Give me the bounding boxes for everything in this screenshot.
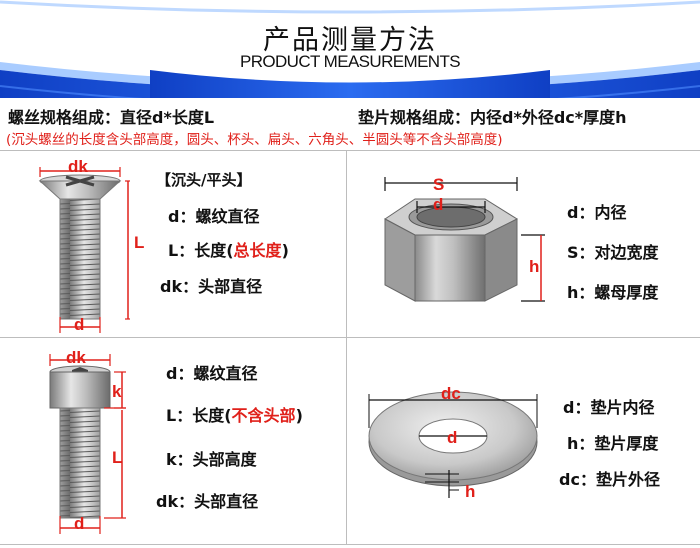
legend-sep: ： (177, 364, 194, 383)
dim-label-d: d (433, 195, 444, 214)
panel-socket-head-screw: dk k L d d：螺纹直径 L：长度(不含头部) k：头部高度 dk：头部直… (0, 338, 346, 544)
legend-desc: 对边宽度 (594, 243, 659, 262)
legend-row-d: d：螺纹直径 (166, 360, 257, 384)
legend-sep: ： (574, 398, 591, 417)
legend-key: k (166, 450, 177, 469)
legend-row-h: h：螺母厚度 (567, 279, 658, 303)
header-banner: 产品测量方法 PRODUCT MEASUREMENTS (0, 0, 700, 98)
legend-desc-highlight: 不含头部 (231, 406, 296, 425)
legend-key: h (567, 283, 579, 302)
legend-key: d (563, 398, 575, 417)
legend-sep: ： (578, 203, 595, 222)
legend-sep: ： (578, 434, 595, 453)
dim-label-d: d (447, 428, 458, 447)
legend-key: S (567, 243, 579, 262)
legend-key: d (168, 207, 180, 226)
legend-desc: 内径 (594, 203, 627, 222)
legend-row-dk: dk：头部直径 (160, 273, 262, 297)
dim-label-h: h (465, 482, 476, 501)
dim-label-dc: dc (441, 384, 461, 403)
legend-desc-close: ) (281, 241, 289, 260)
legend-row-d: d：螺纹直径 (168, 203, 259, 227)
legend-key: dc (559, 470, 580, 489)
legend-desc: 螺母厚度 (594, 283, 659, 302)
legend-desc: 垫片厚度 (594, 434, 659, 453)
length-note: (沉头螺丝的长度含头部高度，圆头、杯头、扁头、六角头、半圆头等不含头部高度) (6, 132, 503, 148)
legend-row-h: h：垫片厚度 (567, 430, 658, 454)
hex-nut-image (384, 177, 545, 302)
header-wave-graphic (0, 0, 700, 98)
legend-key: h (567, 434, 579, 453)
legend-desc: 垫片内径 (590, 398, 655, 417)
dim-label-L: L (134, 233, 145, 252)
dim-label-S: S (433, 175, 445, 194)
legend-sep: ： (578, 283, 595, 302)
legend-sep: ： (178, 492, 195, 511)
legend-desc: 头部高度 (192, 450, 257, 469)
legend-sep: ： (578, 243, 595, 262)
legend-desc: 螺纹直径 (193, 364, 258, 383)
legend-row-S: S：对边宽度 (567, 239, 659, 263)
countersunk-title: 【沉头/平头】 (156, 171, 252, 189)
socket-screw-image (49, 354, 126, 534)
grid-divider-bottom (0, 544, 700, 545)
legend-row-L: L：长度(总长度) (168, 237, 289, 261)
dim-label-L: L (112, 448, 123, 467)
dim-label-dk: dk (66, 348, 86, 367)
legend-row-d: d：内径 (567, 199, 626, 223)
panel-countersunk-screw: dk L d 【沉头/平头】 d：螺纹直径 L：长度(总长度) dk：头部直径 (0, 151, 346, 337)
legend-sep: ： (178, 241, 195, 260)
grid-divider-top (0, 150, 700, 151)
grid-divider-middle (0, 337, 700, 338)
dim-label-dk: dk (68, 157, 88, 176)
page-subtitle: PRODUCT MEASUREMENTS (239, 52, 461, 71)
legend-desc: 螺纹直径 (195, 207, 260, 226)
dim-label-d: d (74, 315, 85, 334)
page-title: 产品测量方法 (263, 25, 437, 56)
legend-row-k: k：头部高度 (166, 446, 257, 470)
legend-sep: ： (179, 207, 196, 226)
legend-desc: 头部直径 (194, 492, 259, 511)
dim-label-h: h (529, 257, 540, 276)
dim-label-d: d (74, 514, 85, 533)
legend-desc: 长度( (192, 406, 232, 425)
panel-hex-nut: S d h d：内径 S：对边宽度 h：螺母厚度 (347, 151, 700, 337)
panel-washer: dc d h d：垫片内径 h：垫片厚度 dc：垫片外径 (347, 338, 700, 544)
legend-key: d (166, 364, 178, 383)
legend-sep: ： (579, 470, 596, 489)
screw-spec-formula: 螺丝规格组成：直径d*长度L (8, 108, 215, 127)
washer-spec-formula: 垫片规格组成：内径d*外径dc*厚度h (358, 108, 627, 127)
legend-row-dc: dc：垫片外径 (559, 466, 660, 490)
washer-image (368, 391, 538, 498)
dim-label-k: k (112, 382, 122, 401)
legend-sep: ： (176, 450, 193, 469)
legend-key: dk (156, 492, 179, 511)
legend-sep: ： (182, 277, 199, 296)
legend-row-dk: dk：头部直径 (156, 488, 258, 512)
legend-row-d: d：垫片内径 (563, 394, 654, 418)
grid-divider-vertical (346, 150, 347, 544)
legend-key: dk (160, 277, 183, 296)
legend-desc: 头部直径 (198, 277, 263, 296)
legend-sep: ： (176, 406, 193, 425)
legend-key: d (567, 203, 579, 222)
legend-desc: 垫片外径 (595, 470, 660, 489)
legend-row-L: L：长度(不含头部) (166, 402, 303, 426)
legend-desc-highlight: 总长度 (233, 241, 282, 260)
legend-key: L (168, 241, 179, 260)
legend-key: L (166, 406, 177, 425)
legend-desc-close: ) (295, 406, 303, 425)
legend-desc: 长度( (194, 241, 234, 260)
countersunk-screw-image (38, 167, 130, 333)
